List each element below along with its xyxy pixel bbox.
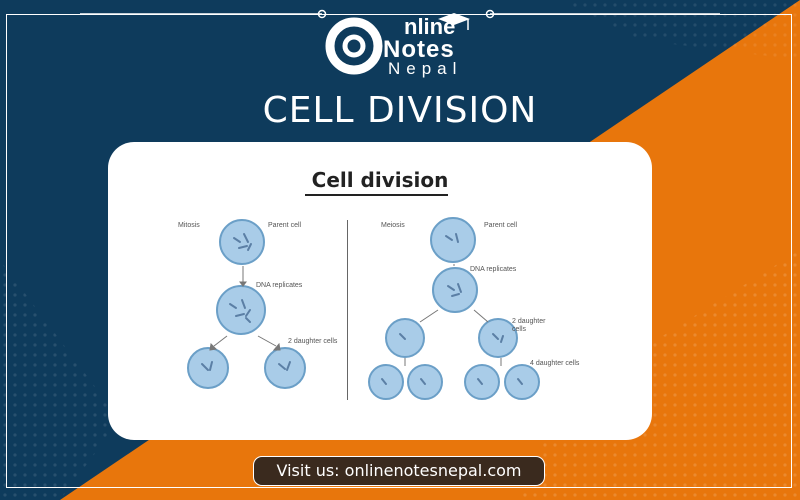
logo-text-notes-rest: otes: [401, 36, 455, 63]
diagram-title: Cell division: [311, 168, 449, 192]
logo-text-notes: Notes: [383, 36, 455, 63]
meiosis-heading: Meiosis: [381, 222, 405, 229]
mitosis-parent-cell: [219, 219, 265, 265]
mitosis-daughters-label: 2 daughter cells: [288, 338, 338, 345]
meiosis-4-daughters-label: 4 daughter cells: [530, 360, 580, 367]
page-title: CELL DIVISION: [262, 90, 538, 131]
visit-website-link[interactable]: Visit us: onlinenotesnepal.com: [253, 456, 545, 486]
mitosis-parent-label: Parent cell: [268, 222, 302, 229]
cell-diagram: [187, 217, 540, 400]
mitosis-replicate-label: DNA replicates: [256, 282, 303, 289]
mitosis-replicated-cell: [216, 285, 266, 335]
meiosis-granddaughter-cell-3: [464, 364, 500, 400]
meiosis-granddaughter-cell-4: [504, 364, 540, 400]
meiosis-2-daughters-label: 2 daughter cells: [512, 318, 546, 333]
title-underline: [305, 194, 448, 196]
logo-text-nepal: Nepal: [388, 59, 463, 78]
logo-text-online: nline: [404, 14, 456, 39]
meiosis-granddaughter-cell-2: [407, 364, 443, 400]
logo-icon: [325, 13, 470, 75]
meiosis-granddaughter-cell-1: [368, 364, 404, 400]
mitosis-heading: Mitosis: [178, 222, 200, 229]
diagram-card: Cell division: [108, 142, 652, 440]
meiosis-parent-label: Parent cell: [484, 222, 518, 229]
meiosis-replicate-label: DNA replicates: [470, 266, 517, 273]
mitosis-daughter-cell-1: [187, 347, 229, 389]
section-divider: [347, 220, 348, 400]
